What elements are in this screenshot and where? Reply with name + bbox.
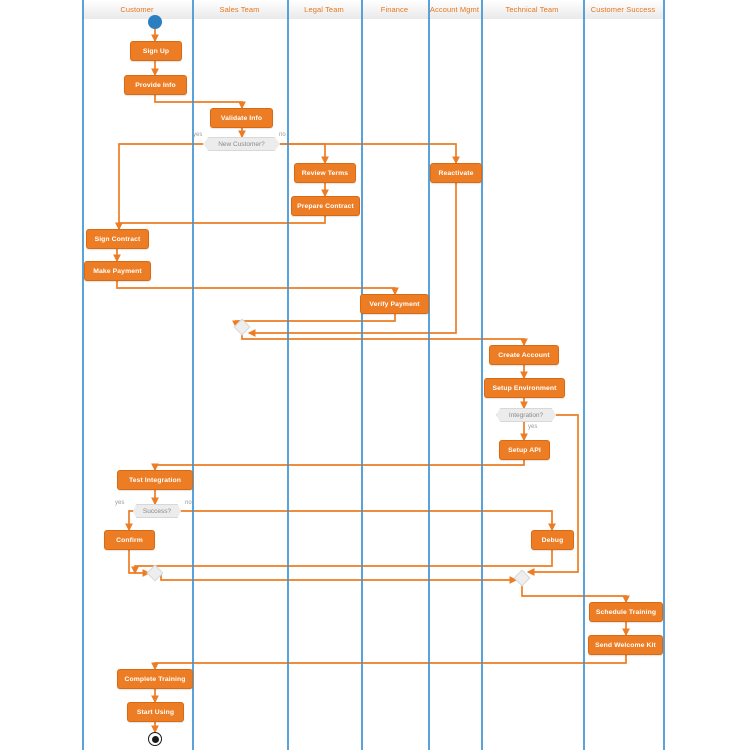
node-review-terms[interactable]: Review Terms bbox=[294, 163, 356, 183]
lane-divider-right bbox=[663, 0, 665, 750]
node-debug[interactable]: Debug bbox=[531, 530, 574, 550]
lane-divider-sales-legal bbox=[287, 0, 289, 750]
node-complete-training[interactable]: Complete Training bbox=[117, 669, 193, 689]
lane-divider-legal-finance bbox=[361, 0, 363, 750]
node-setup-api[interactable]: Setup API bbox=[499, 440, 550, 460]
node-make-payment[interactable]: Make Payment bbox=[84, 261, 151, 281]
node-sign-up[interactable]: Sign Up bbox=[130, 41, 182, 61]
lane-label-customer: Customer bbox=[120, 5, 154, 14]
lane-label-legal-team: Legal Team bbox=[304, 5, 344, 14]
lane-divider-customer-sales bbox=[192, 0, 194, 750]
lane-header-band bbox=[82, 0, 663, 19]
edge-label-integration-yes: yes bbox=[528, 424, 538, 430]
node-create-account[interactable]: Create Account bbox=[489, 345, 559, 365]
decision-success[interactable]: Success? bbox=[133, 504, 181, 518]
edge-label-success-yes: yes bbox=[115, 500, 125, 506]
lane-label-account-mgmt: Account Mgmt bbox=[429, 5, 480, 14]
node-sign-contract[interactable]: Sign Contract bbox=[86, 229, 149, 249]
lane-divider-finance-account bbox=[428, 0, 430, 750]
decision-integration[interactable]: Integration? bbox=[496, 408, 556, 422]
node-test-integration[interactable]: Test Integration bbox=[117, 470, 193, 490]
lane-label-customer-success: Customer Success bbox=[590, 5, 656, 14]
node-schedule-training[interactable]: Schedule Training bbox=[589, 602, 663, 622]
node-start-using[interactable]: Start Using bbox=[127, 702, 184, 722]
lane-divider-left bbox=[82, 0, 84, 750]
edge-label-new-customer-no: no bbox=[279, 132, 286, 138]
end-node-core bbox=[151, 735, 159, 743]
node-setup-environment[interactable]: Setup Environment bbox=[484, 378, 565, 398]
lane-label-technical-team: Technical Team bbox=[505, 5, 559, 14]
start-node[interactable] bbox=[148, 15, 162, 29]
node-send-welcome-kit[interactable]: Send Welcome Kit bbox=[588, 635, 663, 655]
node-provide-info[interactable]: Provide Info bbox=[124, 75, 187, 95]
decision-new-customer[interactable]: New Customer? bbox=[203, 137, 280, 151]
node-verify-payment[interactable]: Verify Payment bbox=[360, 294, 429, 314]
edge-label-new-customer-yes: yes bbox=[193, 132, 203, 138]
lane-divider-tech-success bbox=[583, 0, 585, 750]
lane-divider-account-tech bbox=[481, 0, 483, 750]
lane-label-finance: Finance bbox=[380, 5, 409, 14]
node-confirm[interactable]: Confirm bbox=[104, 530, 155, 550]
node-prepare-contract[interactable]: Prepare Contract bbox=[291, 196, 360, 216]
lane-label-sales-team: Sales Team bbox=[219, 5, 260, 14]
node-validate-info[interactable]: Validate Info bbox=[210, 108, 273, 128]
edge-label-success-no: no bbox=[185, 500, 192, 506]
node-reactivate[interactable]: Reactivate bbox=[430, 163, 482, 183]
